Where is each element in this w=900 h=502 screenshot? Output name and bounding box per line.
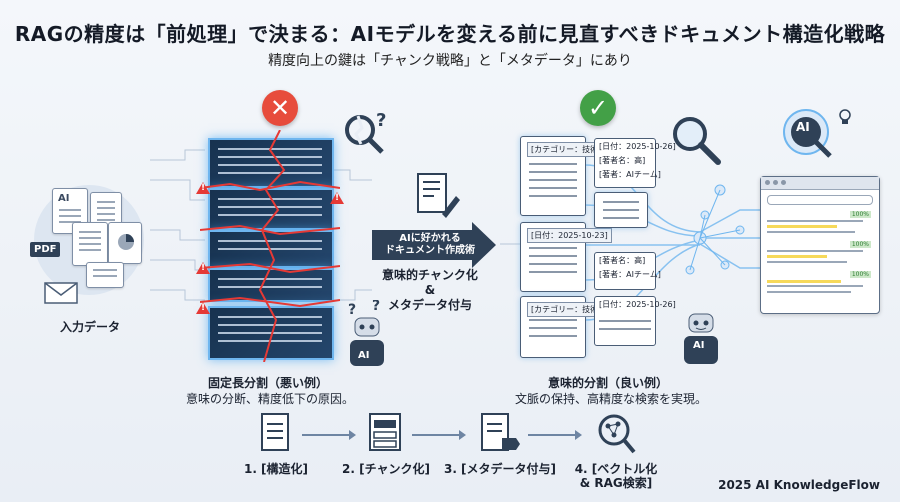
meta-card-3: [日付：2025-10-26] xyxy=(594,296,676,346)
bad-section-subtitle: 意味の分断、精度低下の原因。 xyxy=(185,392,354,406)
structure-doc-icon xyxy=(261,413,289,451)
warning-icon-1: ! xyxy=(196,182,210,194)
success-check-icon: ✓ xyxy=(580,90,616,126)
result-ai-label: AI xyxy=(796,120,810,134)
pie-chart-icon xyxy=(118,234,134,250)
footer-credit: 2025 AI KnowledgeFlow xyxy=(718,478,880,492)
chunk-icon xyxy=(369,413,401,451)
broken-magnifier-icon: ? xyxy=(345,110,386,154)
warning-icon-3: ! xyxy=(196,262,210,274)
good-chunk-1: [カテゴリー：技術] xyxy=(520,136,606,216)
browser-title-bar xyxy=(761,177,879,190)
good-robot-ai-label: AI xyxy=(693,340,705,351)
result-score-2: 100% xyxy=(849,241,871,248)
meta-author-team: [著者：AIチーム] xyxy=(599,170,661,179)
warning-icon-4: ! xyxy=(196,302,210,314)
search-results-window: 100% 100% 100% xyxy=(760,176,880,314)
happy-robot-icon xyxy=(684,313,718,364)
warning-icon-2: ! xyxy=(330,192,344,204)
document-edit-icon xyxy=(417,173,460,218)
ai-brain-icon xyxy=(783,109,832,158)
meta-card-2: [著者名：高] [著者：AIチーム] xyxy=(594,252,661,290)
page-title: RAGの精度は「前処理」で決まる：AIモデルを変える前に見直すべきドキュメント構… xyxy=(14,22,886,46)
good-section-title: 意味的分割（良い例） xyxy=(547,376,668,390)
step-2-label: 2. [チャンク化] xyxy=(342,462,430,476)
result-item-1: 100% xyxy=(767,211,871,233)
good-section-subtitle: 文脈の保持、高精度な検索を実現。 xyxy=(514,392,707,406)
magnifier-icon xyxy=(673,117,721,165)
meta-author-team-2: [著者：AIチーム] xyxy=(599,270,661,279)
process-arrow xyxy=(372,222,496,268)
meta-date-2: [日付：2025-10-26] xyxy=(599,300,676,309)
meta-date: [日付：2025-10-26] xyxy=(599,142,676,151)
search-bar xyxy=(767,195,873,205)
input-doc-chart xyxy=(108,222,142,264)
step-arrow-1 xyxy=(302,430,356,440)
good-chunk-2: [日付：2025-10-23] xyxy=(520,222,612,292)
envelope-icon xyxy=(44,282,78,304)
pdf-tag: PDF xyxy=(30,242,61,257)
svg-text:?: ? xyxy=(376,110,386,131)
step-arrow-3 xyxy=(528,430,582,440)
input-doc-2 xyxy=(72,222,108,266)
bad-chunk-2 xyxy=(208,188,334,230)
metadata-tag-icon xyxy=(481,413,520,451)
doc-ai-tag: AI xyxy=(58,193,70,204)
meta-card-1: [日付：2025-10-26] [著者名：高] [著者：AIチーム] xyxy=(594,138,676,188)
input-doc-3 xyxy=(86,262,124,288)
result-item-3: 100% xyxy=(767,271,871,293)
process-caption: 意味的チャンク化 & メタデータ付与 xyxy=(382,268,478,312)
result-score-1: 100% xyxy=(849,211,871,218)
chunk-category-tag: [カテゴリー：技術] xyxy=(527,142,606,157)
input-data-label: 入力データ xyxy=(59,320,120,334)
step-arrow-2 xyxy=(412,430,466,440)
meta-author-name-2: [著者名：高] xyxy=(599,256,646,265)
svg-text:?: ? xyxy=(372,300,380,314)
step-4-label: 4. [ベクトル化 & RAG検索] xyxy=(574,462,658,490)
bad-chunk-4 xyxy=(208,268,334,302)
result-score-3: 100% xyxy=(849,271,871,278)
vector-search-icon xyxy=(598,414,636,454)
step-1-label: 1. [構造化] xyxy=(243,462,309,476)
process-arrow-label: AIに好かれる ドキュメント作成術 xyxy=(385,233,475,256)
result-item-2: 100% xyxy=(767,241,871,263)
bad-robot-ai-label: AI xyxy=(358,350,370,361)
error-x-icon: ✕ xyxy=(262,90,298,126)
meta-card-blank-1 xyxy=(594,192,648,228)
page-subtitle: 精度向上の鍵は「チャンク戦略」と「メタデータ」にあり xyxy=(268,53,632,69)
bad-chunk-3 xyxy=(208,230,334,268)
good-chunk-3: [カテゴリー：技術] xyxy=(520,296,606,358)
svg-text:?: ? xyxy=(348,302,356,318)
confused-robot-icon: ? ? xyxy=(348,300,384,366)
step-3-label: 3. [メタデータ付与] xyxy=(443,462,557,476)
lightbulb-icon xyxy=(839,109,851,124)
bad-section-title: 固定長分割（悪い例） xyxy=(207,376,328,390)
crack-lines xyxy=(200,130,340,362)
meta-author-name: [著者名：高] xyxy=(599,156,646,165)
chunk-date-tag: [日付：2025-10-23] xyxy=(527,228,612,243)
